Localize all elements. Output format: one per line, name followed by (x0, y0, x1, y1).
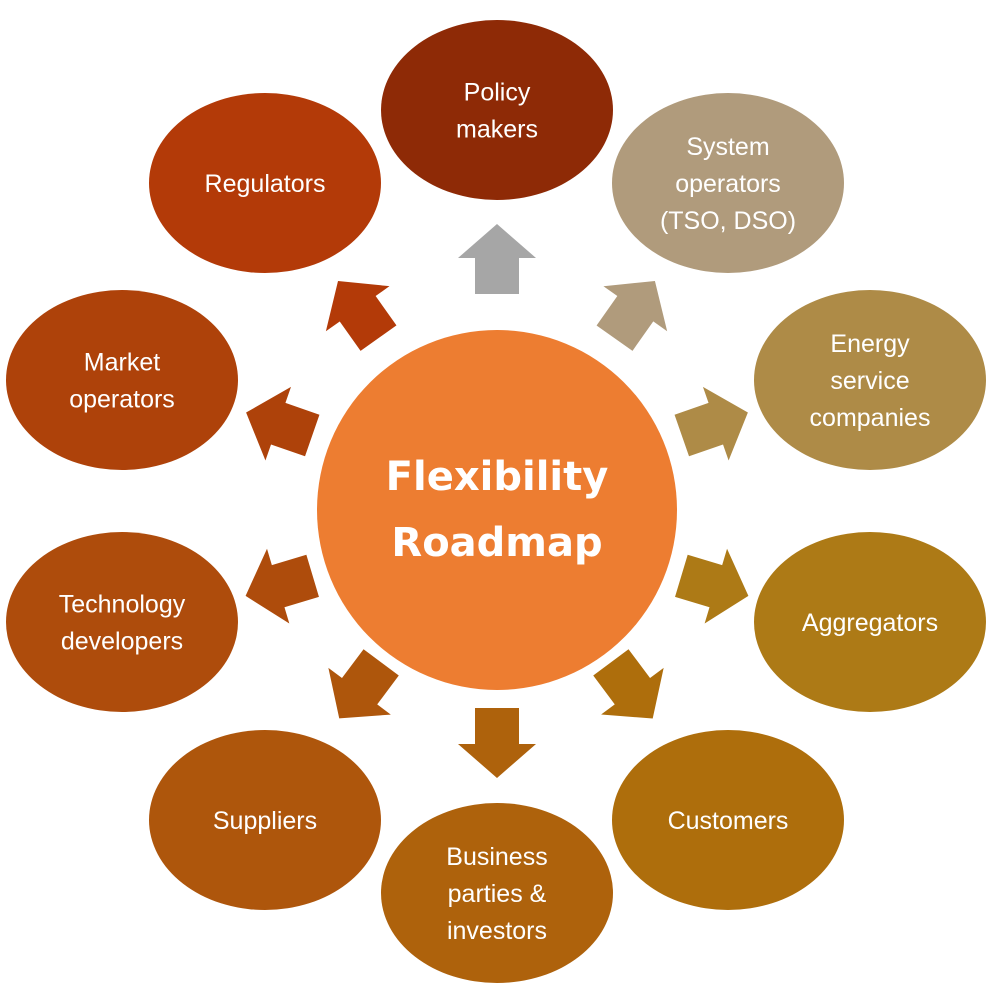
arrow-to-business-parties-investors-icon (458, 708, 536, 778)
arrow-to-system-operators-icon (596, 280, 668, 351)
stakeholder-label: service (830, 367, 909, 395)
stakeholder-label: developers (61, 628, 183, 656)
arrow-to-customers-icon (593, 649, 664, 719)
stakeholder-ellipse (149, 730, 381, 910)
stakeholder-label: operators (675, 170, 781, 198)
stakeholder-suppliers: Suppliers (149, 730, 381, 910)
stakeholder-label: investors (447, 917, 547, 945)
arrow-to-technology-developers-icon (245, 548, 319, 624)
stakeholder-ellipse (612, 93, 844, 273)
stakeholder-label: Suppliers (213, 807, 317, 835)
center-title: Roadmap (391, 520, 602, 566)
stakeholder-label: Energy (830, 330, 910, 358)
stakeholder-label: Market (84, 349, 160, 377)
stakeholder-system-operators: System operators (TSO, DSO) (612, 93, 844, 273)
stakeholder-energy-service-companies: Energy service companies (754, 290, 986, 470)
arrow-to-policy-makers-icon (458, 224, 536, 294)
stakeholder-label: companies (810, 404, 931, 432)
stakeholder-ellipse (6, 532, 238, 712)
stakeholder-label: parties & (448, 880, 547, 908)
stakeholder-label: Regulators (205, 170, 326, 198)
stakeholder-label: Aggregators (802, 609, 938, 637)
stakeholder-ellipse (754, 532, 986, 712)
stakeholder-ellipse (612, 730, 844, 910)
stakeholder-label: System (686, 133, 769, 161)
stakeholder-label: Policy (464, 79, 531, 107)
arrow-to-regulators-icon (325, 281, 397, 351)
stakeholder-label: Customers (668, 807, 789, 835)
arrow-to-suppliers-icon (328, 649, 399, 719)
stakeholder-ellipse (149, 93, 381, 273)
arrow-to-energy-service-companies-icon (674, 386, 748, 461)
stakeholder-label: makers (456, 116, 538, 144)
stakeholder-ellipse (381, 803, 613, 983)
stakeholder-business-parties-investors: Business parties & investors (381, 803, 613, 983)
center-circle (317, 330, 677, 690)
stakeholder-label: (TSO, DSO) (660, 207, 796, 235)
stakeholder-market-operators: Market operators (6, 290, 238, 470)
stakeholder-aggregators: Aggregators (754, 532, 986, 712)
stakeholder-ellipse (381, 20, 613, 200)
stakeholder-label: Business (446, 843, 547, 871)
stakeholder-label: operators (69, 386, 175, 414)
stakeholder-label: Technology (59, 591, 186, 619)
arrow-to-market-operators-icon (246, 386, 320, 461)
arrow-to-aggregators-icon (675, 548, 749, 624)
stakeholder-technology-developers: Technology developers (6, 532, 238, 712)
stakeholder-regulators: Regulators (149, 93, 381, 273)
stakeholder-customers: Customers (612, 730, 844, 910)
stakeholder-ellipse (754, 290, 986, 470)
stakeholder-policy-makers: Policy makers (381, 20, 613, 200)
center-title: Flexibility (386, 454, 609, 500)
stakeholder-ellipse (6, 290, 238, 470)
